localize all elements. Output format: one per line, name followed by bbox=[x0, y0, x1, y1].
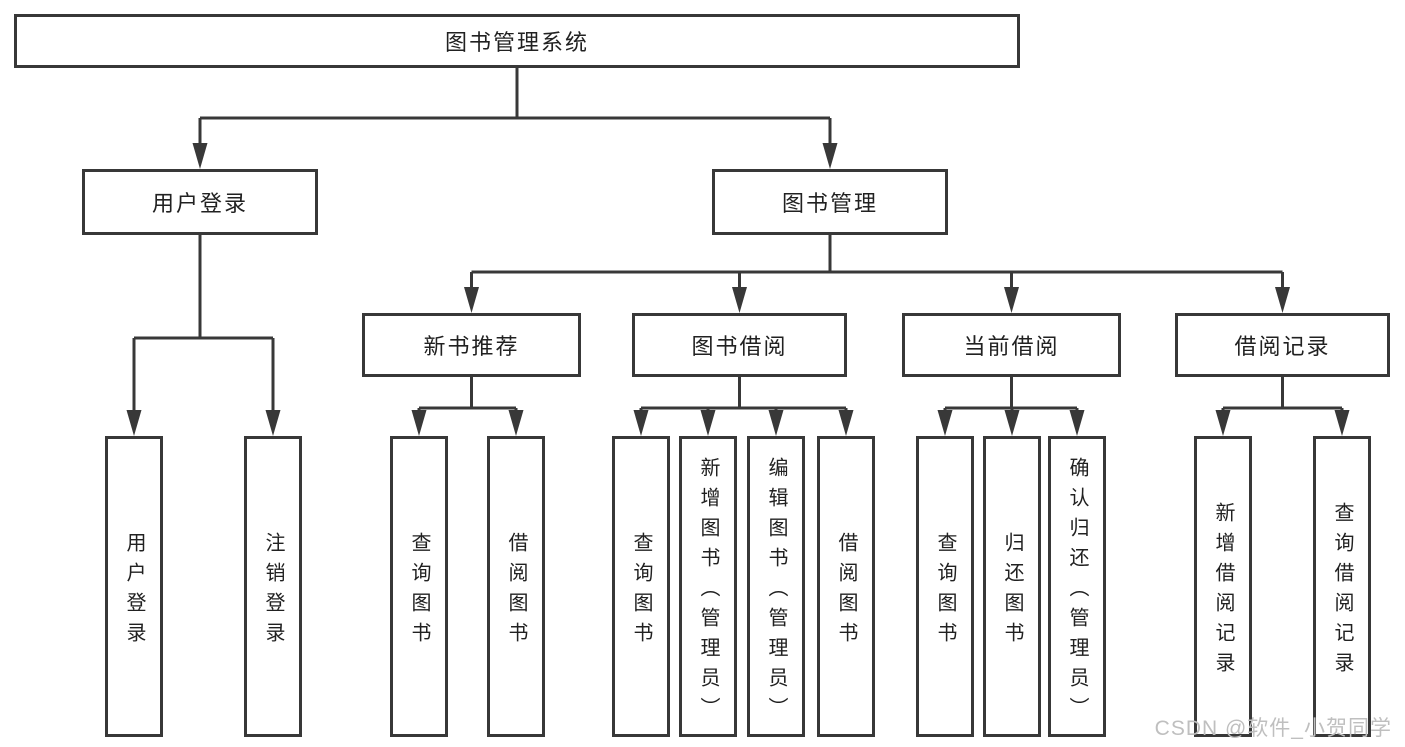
connector-book-mgmt-to-level3 bbox=[470, 235, 1284, 291]
leaf-borrow-books-recommend: 借阅图书 bbox=[487, 436, 545, 737]
leaf-label: 注销登录 bbox=[262, 531, 284, 652]
leaf-label: 借阅图书 bbox=[835, 531, 857, 652]
leaf-label: 查询图书 bbox=[408, 531, 430, 652]
arrowhead-cb-confirm bbox=[1069, 410, 1085, 436]
leaf-label: 归还图书 bbox=[1001, 531, 1023, 652]
arrowhead-current-borrow bbox=[1004, 287, 1019, 313]
arrowhead-nb-query bbox=[411, 410, 427, 436]
arrowhead-new-book bbox=[464, 287, 479, 313]
connector-borrow-records-to-leaves bbox=[1221, 377, 1344, 414]
node-label: 图书管理 bbox=[781, 191, 878, 216]
leaf-label: 新增借阅记录 bbox=[1212, 501, 1234, 682]
arrowhead-bb-borrow bbox=[838, 410, 854, 436]
leaf-return-book: 归还图书 bbox=[983, 436, 1041, 737]
leaf-borrow-books: 借阅图书 bbox=[817, 436, 875, 737]
leaf-label: 新增图书（管理员） bbox=[697, 456, 719, 727]
node-new-book-recommend: 新书推荐 bbox=[362, 313, 581, 377]
node-label: 图书管理系统 bbox=[444, 30, 589, 55]
node-label: 当前借阅 bbox=[963, 334, 1060, 359]
node-label: 用户登录 bbox=[151, 191, 248, 216]
leaf-query-books-recommend: 查询图书 bbox=[390, 436, 448, 737]
node-book-management: 图书管理 bbox=[712, 169, 948, 235]
node-label: 新书推荐 bbox=[423, 334, 520, 359]
leaf-add-borrow-record: 新增借阅记录 bbox=[1194, 436, 1252, 737]
arrowhead-leaf-logout bbox=[265, 410, 281, 436]
leaf-confirm-return-admin: 确认归还（管理员） bbox=[1048, 436, 1106, 737]
arrowhead-book-borrow bbox=[732, 287, 747, 313]
connector-user-login-to-leaves bbox=[132, 235, 275, 414]
leaf-user-login: 用户登录 bbox=[105, 436, 163, 737]
connector-root-to-level2 bbox=[198, 68, 832, 146]
leaf-query-books-current: 查询图书 bbox=[916, 436, 974, 737]
arrowhead-br-query bbox=[1334, 410, 1350, 436]
arrowhead-br-add bbox=[1215, 410, 1231, 436]
arrowhead-cb-query bbox=[937, 410, 953, 436]
connector-new-book-to-leaves bbox=[417, 377, 518, 414]
arrowhead-bb-edit bbox=[768, 410, 784, 436]
leaf-label: 查询图书 bbox=[934, 531, 956, 652]
leaf-label: 查询借阅记录 bbox=[1331, 501, 1353, 682]
arrowhead-cb-return bbox=[1004, 410, 1020, 436]
leaf-logout: 注销登录 bbox=[244, 436, 302, 737]
node-library-system: 图书管理系统 bbox=[14, 14, 1020, 68]
leaf-label: 用户登录 bbox=[123, 531, 145, 652]
node-label: 借阅记录 bbox=[1234, 334, 1331, 359]
leaf-label: 编辑图书（管理员） bbox=[765, 456, 787, 727]
leaf-add-book-admin: 新增图书（管理员） bbox=[679, 436, 737, 737]
arrowhead-bb-query bbox=[633, 410, 649, 436]
arrowhead-book-mgmt bbox=[822, 143, 838, 169]
node-borrow-records: 借阅记录 bbox=[1175, 313, 1390, 377]
leaf-label: 借阅图书 bbox=[505, 531, 527, 652]
node-user-login-branch: 用户登录 bbox=[82, 169, 318, 235]
arrowhead-nb-borrow bbox=[508, 410, 524, 436]
node-current-borrow: 当前借阅 bbox=[902, 313, 1121, 377]
leaf-label: 查询图书 bbox=[630, 531, 652, 652]
node-label: 图书借阅 bbox=[691, 334, 788, 359]
leaf-query-borrow-record: 查询借阅记录 bbox=[1313, 436, 1371, 737]
watermark: CSDN @软件_小贺同学 bbox=[1154, 717, 1392, 740]
node-book-borrow: 图书借阅 bbox=[632, 313, 847, 377]
connector-current-borrow-to-leaves bbox=[943, 377, 1079, 414]
leaf-label: 确认归还（管理员） bbox=[1066, 456, 1088, 727]
arrowhead-user-login bbox=[192, 143, 208, 169]
leaf-edit-book-admin: 编辑图书（管理员） bbox=[747, 436, 805, 737]
arrowhead-bb-add bbox=[700, 410, 716, 436]
connector-book-borrow-to-leaves bbox=[639, 377, 848, 414]
leaf-query-books-borrow: 查询图书 bbox=[612, 436, 670, 737]
arrowhead-borrow-records bbox=[1275, 287, 1290, 313]
arrowhead-leaf-user-login bbox=[126, 410, 142, 436]
